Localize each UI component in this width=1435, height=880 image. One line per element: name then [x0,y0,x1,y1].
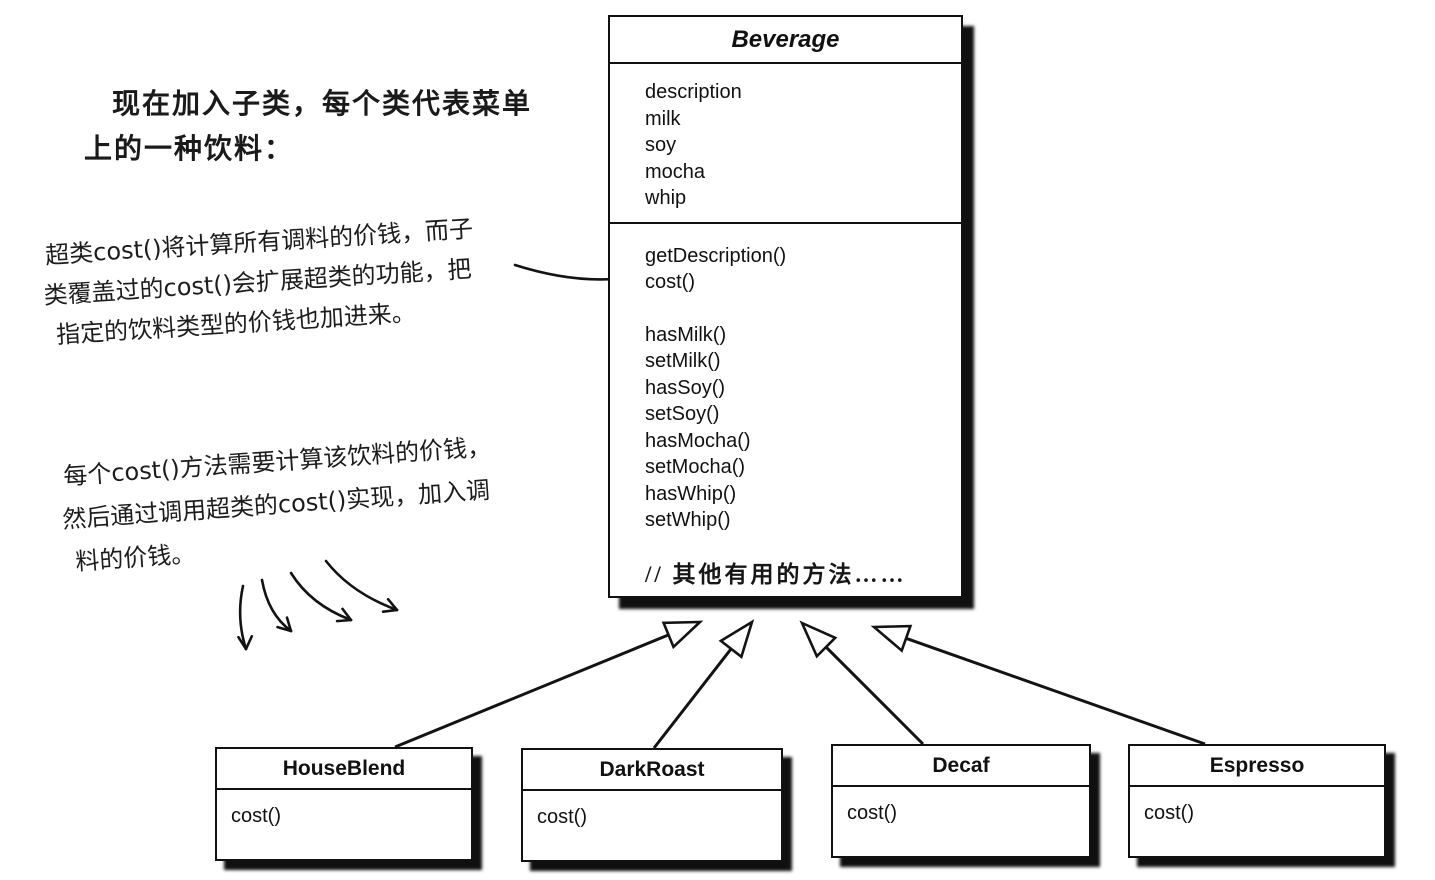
note-superclass-cost: 超类cost()将计算所有调料的价钱，而子 类覆盖过的cost()会扩展超类的功… [40,201,606,356]
inheritance-line-houseblend [394,633,670,749]
method: hasMilk() [645,323,727,346]
method: hasSoy() [645,376,726,399]
sketch-arrow-2-head-icon [285,616,293,633]
sketch-arrow-3-head-icon [341,607,353,622]
sketch-arrow-1-head-icon [244,634,254,651]
class-title-houseblend: HouseBlend [217,749,471,790]
attribute: description [645,81,742,103]
attribute: soy [645,134,677,156]
method: getDescription() [645,244,787,267]
inheritance-triangle-icon [661,620,704,650]
method: hasWhip() [645,482,737,505]
method: setMilk() [645,350,721,372]
class-title-darkroast: DarkRoast [523,750,781,791]
sketch-arrow-4 [324,559,399,612]
method: cost() [231,805,281,827]
beverage-attributes: description milk soy mocha whip [610,64,961,224]
class-box-houseblend: HouseBlend cost() [215,747,473,861]
sketch-arrow-3 [289,571,353,622]
attribute: whip [645,187,687,209]
class-title-beverage: Beverage [610,17,961,64]
inheritance-line-espresso [905,636,1206,746]
method: setWhip() [645,509,731,531]
method: hasMocha() [645,429,751,452]
attribute: mocha [645,160,706,183]
method: setMocha() [645,456,746,478]
intro-line: 现在加入子类，每个类代表菜单 [112,89,533,120]
methods-condiments: hasMilk() setMilk() hasSoy() setSoy() ha… [645,322,961,534]
method: cost() [537,806,587,828]
class-title-decaf: Decaf [833,746,1089,787]
attribute: milk [645,107,681,130]
inheritance-line-darkroast [652,647,733,749]
method: cost() [645,271,695,293]
sketch-arrow-3-head-icon [335,618,353,623]
method: cost() [1144,802,1194,824]
beverage-methods: getDescription() cost() hasMilk() setMil… [610,224,961,590]
method: cost() [847,802,897,824]
class-box-espresso: Espresso cost() [1128,744,1386,858]
inheritance-triangle-icon [718,619,755,660]
class-box-darkroast: DarkRoast cost() [521,748,783,862]
sketch-arrow-2-head-icon [276,625,293,633]
sketch-arrow-4-head-icon [381,608,399,613]
inheritance-triangle-icon [799,620,838,659]
inheritance-line-decaf [824,645,925,746]
methods-comment: // 其他有用的方法…… [645,561,907,587]
sketch-arrow-1-head-icon [237,635,248,651]
method: setSoy() [645,403,720,425]
intro-text: 现在加入子类，每个类代表菜单 上的一种饮料： [84,82,564,172]
class-box-decaf: Decaf cost() [831,744,1091,858]
sketch-arrow-2 [260,578,293,633]
class-box-beverage: Beverage description milk soy mocha whip… [608,15,963,598]
sketch-arrow-1 [238,584,248,651]
methods-core: getDescription() cost() [645,243,961,296]
sketch-arrow-4-head-icon [386,597,399,612]
note-subclass-cost: 每个cost()方法需要计算该饮料的价钱， 然后通过调用超类的cost()实现，… [58,418,606,584]
intro-line: 上的一种饮料： [84,134,295,165]
class-title-espresso: Espresso [1130,746,1384,787]
inheritance-triangle-icon [870,624,913,653]
